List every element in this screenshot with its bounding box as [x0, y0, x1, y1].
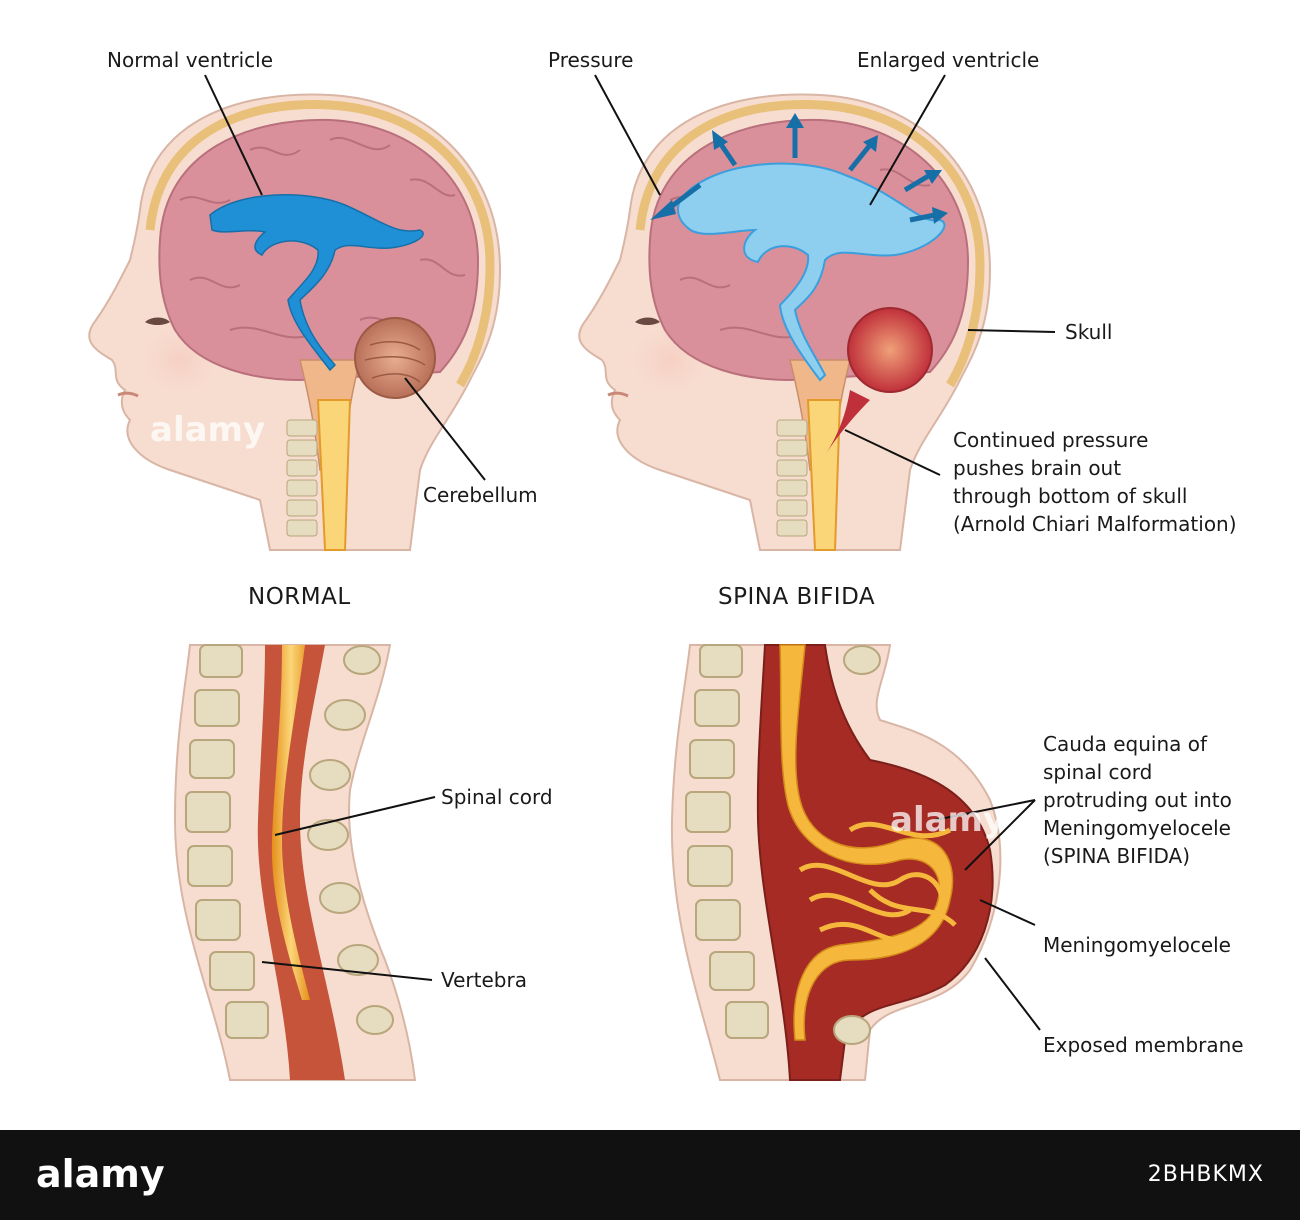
- label-enlarged-ventricle: Enlarged ventricle: [857, 48, 1040, 72]
- skull: [635, 99, 985, 388]
- lips: [607, 391, 629, 398]
- neck-vertebrae: [286, 419, 318, 537]
- label-skull: Skull: [1065, 320, 1113, 344]
- cauda-equina-fibers: [798, 821, 957, 945]
- label-line: Meningomyelocele: [1043, 816, 1231, 840]
- label-pressure: Pressure: [548, 48, 634, 72]
- brain-folds: [179, 137, 466, 339]
- spina-bifida-spine: [670, 644, 1002, 1081]
- label-cauda-equina: Cauda equina of spinal cord protruding o…: [1043, 730, 1232, 870]
- label-cerebellum: Cerebellum: [423, 483, 538, 507]
- pressure-arrows: [650, 113, 948, 224]
- label-line: Cauda equina of: [1043, 732, 1208, 756]
- skull: [145, 99, 495, 388]
- label-line: Continued pressure: [953, 428, 1149, 452]
- watermark: alamy: [890, 800, 1006, 840]
- footer-image-id: 2BHBKMX: [1147, 1162, 1264, 1187]
- herniated-cerebellum: [825, 390, 870, 455]
- title-normal: NORMAL: [248, 584, 351, 610]
- enlarged-ventricle: [677, 162, 946, 382]
- leader-lines: [204, 74, 1056, 1031]
- spinal-cord: [271, 645, 310, 1000]
- spinal-canal: [316, 399, 352, 551]
- label-line: protruding out into: [1043, 788, 1232, 812]
- normal-head: [88, 93, 502, 551]
- title-spina-bifida: SPINA BIFIDA: [718, 584, 876, 610]
- label-vertebra: Vertebra: [441, 968, 527, 992]
- spina-bifida-head: [578, 93, 992, 551]
- spinal-canal: [806, 399, 842, 551]
- normal-spine: [173, 644, 417, 1081]
- footer-bar: alamy 2BHBKMX: [0, 1130, 1300, 1220]
- watermark: alamy: [150, 410, 266, 450]
- cerebellum: [354, 317, 436, 399]
- cerebellum-folds: [364, 340, 426, 383]
- footer-logo: alamy: [36, 1152, 165, 1196]
- lips: [117, 391, 139, 398]
- label-spinal-cord: Spinal cord: [441, 785, 553, 809]
- label-line: (SPINA BIFIDA): [1043, 844, 1191, 868]
- spinous-processes: [833, 645, 881, 1045]
- label-meningomyelocele: Meningomyelocele: [1043, 933, 1231, 957]
- label-normal-ventricle: Normal ventricle: [107, 48, 274, 72]
- eye: [145, 317, 170, 325]
- spinous-processes: [307, 645, 394, 1035]
- label-line: (Arnold Chiari Malformation): [953, 512, 1237, 536]
- label-line: pushes brain out: [953, 456, 1122, 480]
- eye: [635, 317, 660, 325]
- label-line: spinal cord: [1043, 760, 1153, 784]
- cerebellum: [847, 307, 933, 393]
- hydrocephalus-spina-bifida-diagram: alamy alamy Normal ventricle Pressure En…: [88, 48, 1244, 1081]
- vertebral-bodies: [685, 644, 769, 1039]
- label-continued-pressure: Continued pressure pushes brain out thro…: [953, 426, 1237, 538]
- normal-ventricle: [209, 194, 424, 372]
- label-line: through bottom of skull: [953, 484, 1188, 508]
- vertebral-bodies: [185, 644, 269, 1039]
- neck-vertebrae: [776, 419, 808, 537]
- label-exposed-membrane: Exposed membrane: [1043, 1033, 1244, 1057]
